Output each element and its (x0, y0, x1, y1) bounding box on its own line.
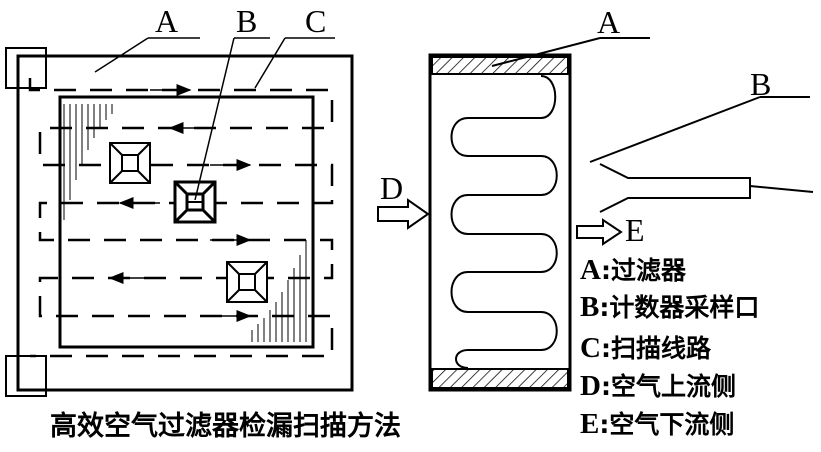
upstream-arrow (377, 198, 430, 230)
label-downstream: E (625, 212, 645, 248)
legend-text: 空气下流侧 (609, 410, 735, 439)
legend-text: 扫描线路 (610, 334, 711, 363)
label-filter-left: A (155, 3, 179, 39)
scan-arrows (108, 84, 252, 322)
legend-item-c: C:扫描线路 (580, 334, 711, 363)
legend-item-a: A:过滤器 (580, 256, 686, 285)
legend-key: C (580, 332, 601, 364)
filter-marker-2 (226, 261, 268, 303)
legend-text: 空气上流侧 (610, 372, 736, 401)
label-sampling-port-left: B (236, 3, 258, 39)
legend-sep: : (600, 256, 611, 285)
legend-key: A (580, 254, 601, 286)
legend-sep: : (600, 334, 611, 363)
legend-sep: : (599, 293, 610, 322)
sampling-port-marker (173, 180, 217, 224)
corner-square-top (5, 47, 47, 89)
shading (63, 104, 307, 342)
label-upstream: D (380, 170, 404, 206)
legend-text: 计数器采样口 (609, 293, 760, 322)
label-scan-path-left: C (305, 3, 327, 39)
legend-key: B (580, 291, 600, 323)
left-leaders (94, 37, 335, 201)
legend-key: D (580, 370, 601, 402)
legend-item-b: B:计数器采样口 (580, 293, 759, 322)
legend-sep: : (600, 372, 611, 401)
legend-key: E (580, 408, 600, 440)
sampling-probe (491, 37, 814, 213)
label-filter-right: A (597, 4, 621, 40)
figure-caption: 高效空气过滤器检漏扫描方法 (50, 411, 401, 442)
legend-text: 过滤器 (610, 256, 686, 285)
label-sampling-port-right: B (750, 66, 772, 102)
downstream-arrow (576, 218, 623, 246)
scan-path (28, 78, 334, 358)
filter-section (428, 53, 572, 392)
legend-item-d: D:空气上流侧 (580, 372, 736, 401)
filter-frame (16, 54, 354, 392)
pleated-media (450, 75, 558, 369)
corner-square-bottom (5, 355, 47, 397)
legend-item-e: E:空气下流侧 (580, 410, 734, 439)
filter-marker-1 (109, 142, 151, 184)
legend-sep: : (599, 410, 610, 439)
